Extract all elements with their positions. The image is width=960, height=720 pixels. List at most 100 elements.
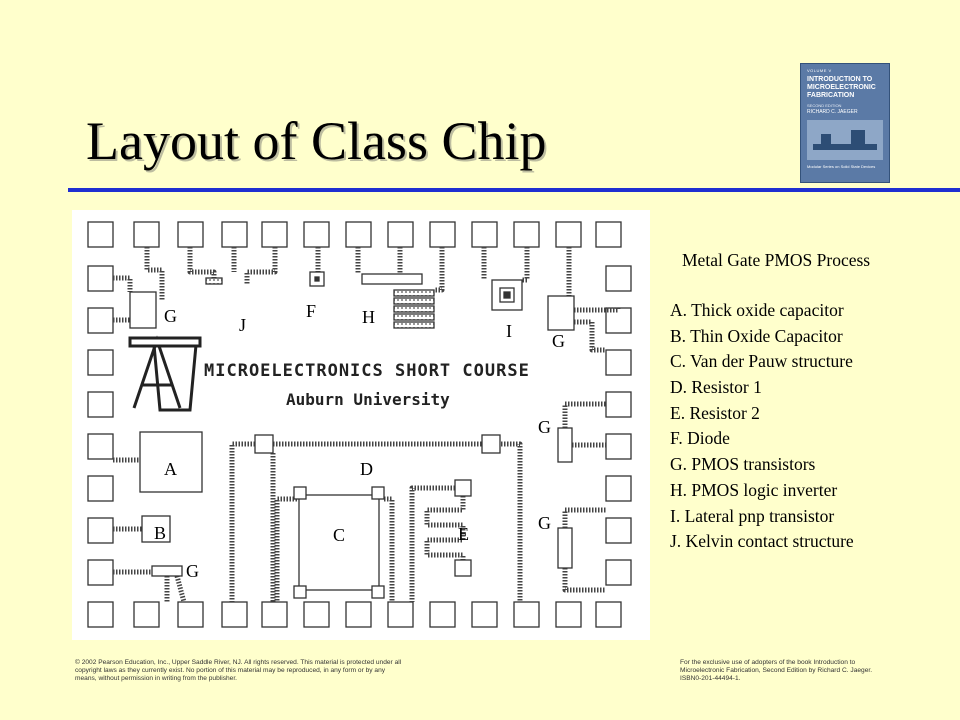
resistor2-pad-bottom <box>454 559 472 577</box>
legend-item: H. PMOS logic inverter <box>670 479 838 500</box>
pmos-transistor-top-right <box>547 295 575 331</box>
book-author: RICHARD C. JAEGER <box>807 109 858 115</box>
pmos-transistor-right-middle <box>557 427 573 463</box>
resistor1-pad-right <box>481 434 501 454</box>
bond-pad <box>429 221 456 248</box>
bond-pad <box>177 221 204 248</box>
metal-trace <box>144 247 165 300</box>
bond-pad <box>605 475 632 502</box>
chip-label-g4: G <box>538 513 551 533</box>
chip-label-g5: G <box>186 561 199 581</box>
metal-trace <box>264 441 523 602</box>
bond-pad <box>595 601 622 628</box>
legend-item: E. Resistor 2 <box>670 402 760 423</box>
bond-pad <box>471 221 498 248</box>
metal-trace <box>409 485 455 602</box>
bond-pad <box>133 221 160 248</box>
bond-pad <box>605 559 632 586</box>
book-volume: VOLUME V <box>807 68 832 73</box>
legend-item: D. Resistor 1 <box>670 377 762 398</box>
metal-trace <box>562 507 606 528</box>
bond-pad <box>471 601 498 628</box>
book-edition: SECOND EDITION <box>807 103 842 108</box>
bond-pad <box>133 601 160 628</box>
bond-pad <box>605 265 632 292</box>
metal-trace <box>574 307 621 313</box>
legend-item: B. Thin Oxide Capacitor <box>670 325 843 346</box>
legend-item: F. Diode <box>670 428 730 449</box>
resistor2-pad-top <box>454 479 472 497</box>
bond-pad <box>261 601 288 628</box>
chip-label-b: B <box>154 523 167 543</box>
bond-pad <box>513 601 540 628</box>
copyright-notice: © 2002 Pearson Education, Inc., Upper Sa… <box>75 659 402 683</box>
chip-label-h: H <box>362 307 375 327</box>
bond-pad <box>595 221 622 248</box>
bond-pad <box>177 601 204 628</box>
resistor1-pad-left <box>254 434 274 454</box>
bond-pad <box>605 391 632 418</box>
title-rule <box>68 188 960 192</box>
pmos-transistor-top-left <box>129 291 157 329</box>
legend-item: I. Lateral pnp transistor <box>670 505 835 526</box>
bond-pad <box>345 601 372 628</box>
bond-pad <box>87 517 114 544</box>
legend-list: A. Thick oxide capacitor B. Thin Oxide C… <box>670 300 854 557</box>
thin-oxide-capacitor <box>141 515 171 543</box>
metal-trace <box>424 496 466 560</box>
metal-trace <box>174 575 187 603</box>
bond-pad <box>87 349 114 376</box>
chip-label-f: F <box>306 301 317 321</box>
bond-pad <box>87 559 114 586</box>
metal-trace <box>562 568 606 593</box>
metal-trace <box>187 247 217 278</box>
adopter-notice: For the exclusive use of adopters of the… <box>680 659 873 683</box>
bond-pad <box>605 349 632 376</box>
van-der-pauw-structure <box>298 494 380 591</box>
book-cover-image: VOLUME V INTRODUCTION TO MICROELECTRONIC… <box>800 63 890 183</box>
bond-pad <box>87 307 114 334</box>
bond-pad <box>87 391 114 418</box>
legend-item: J. Kelvin contact structure <box>670 531 854 552</box>
bond-pad <box>261 221 288 248</box>
pmos-inverter-top <box>361 273 423 285</box>
legend-item: A. Thick oxide capacitor <box>670 300 844 320</box>
chip-label-d: D <box>360 459 373 479</box>
bond-pad <box>429 601 456 628</box>
metal-trace <box>244 247 278 284</box>
chip-label-e: E <box>458 524 469 544</box>
bond-pad <box>387 221 414 248</box>
bond-pad <box>555 221 582 248</box>
bond-pad <box>605 307 632 334</box>
chip-label-i: I <box>506 321 512 341</box>
bond-pad <box>555 601 582 628</box>
metal-trace <box>522 247 530 283</box>
chip-label-a: A <box>164 459 177 479</box>
metal-trace <box>562 401 606 428</box>
pmos-transistor-right-lower <box>557 527 573 569</box>
bond-pad <box>87 265 114 292</box>
chip-university-text: Auburn University <box>286 390 450 409</box>
chip-label-g1: G <box>164 306 177 326</box>
metal-trace <box>574 319 606 353</box>
kelvin-contact-structure <box>205 277 223 285</box>
pmos-transistor-bottom <box>151 565 183 577</box>
bond-pad <box>387 601 414 628</box>
bond-pad <box>87 601 114 628</box>
legend-item: C. Van der Pauw structure <box>670 351 853 372</box>
book-cover-art <box>807 120 883 160</box>
bond-pad <box>345 221 372 248</box>
university-logo <box>128 335 202 412</box>
chip-banner-text: MICROELECTRONICS SHORT COURSE <box>204 361 530 381</box>
thick-oxide-capacitor <box>139 431 203 493</box>
bond-pad <box>605 517 632 544</box>
chip-layout-drawing: MICROELECTRONICS SHORT COURSE Auburn Uni… <box>72 210 650 640</box>
bond-pad <box>87 475 114 502</box>
bond-pad <box>87 221 114 248</box>
bond-pad <box>605 433 632 460</box>
slide-title: Layout of Class Chip <box>86 111 547 171</box>
chip-layout-figure: MICROELECTRONICS SHORT COURSE Auburn Uni… <box>72 210 650 640</box>
book-title: INTRODUCTION TO MICROELECTRONIC FABRICAT… <box>807 76 876 99</box>
chip-label-j: J <box>239 315 247 335</box>
bond-pad <box>513 221 540 248</box>
